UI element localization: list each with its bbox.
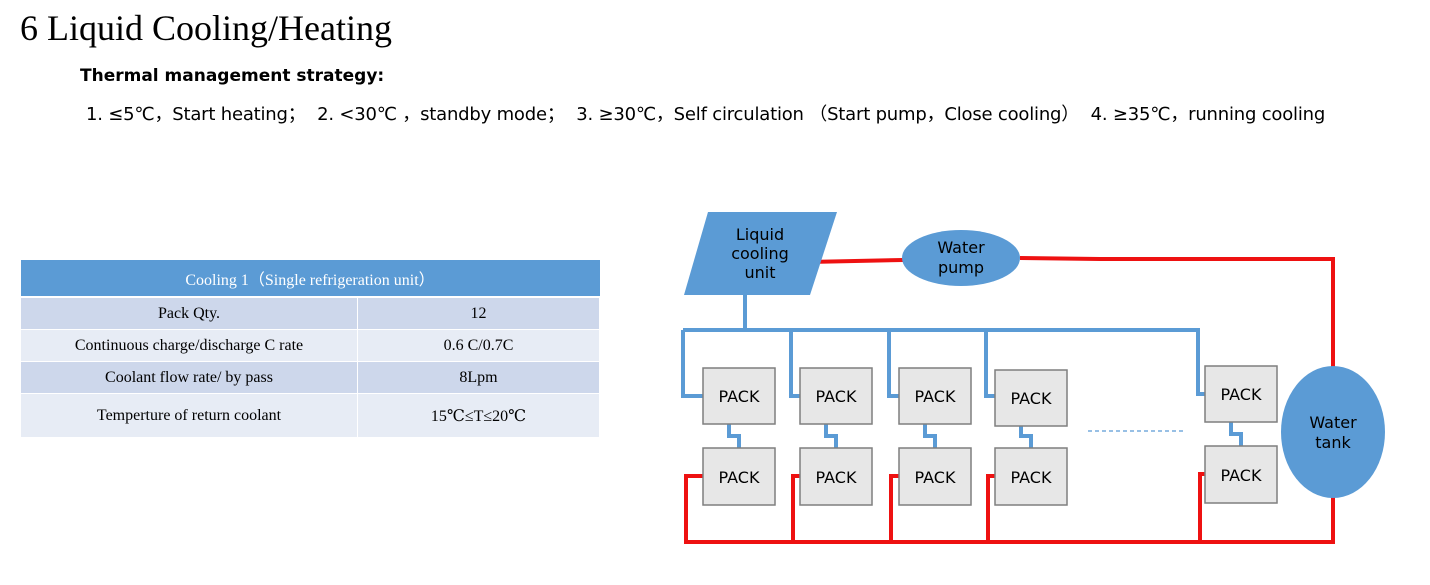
table-row: Pack Qty. 12	[20, 296, 600, 330]
pump-label-2: pump	[938, 258, 984, 277]
strategy-item-4: 4. ≥35℃，running cooling	[1090, 104, 1326, 125]
row-value: 12	[357, 296, 600, 330]
hot-pipe-top	[684, 256, 1335, 544]
pack-box: PACK	[799, 447, 873, 506]
hot-pipe-branches	[791, 472, 1205, 542]
pack-box: PACK	[702, 447, 776, 506]
pack-label: PACK	[816, 387, 857, 406]
cooling-unit-label-2: cooling	[731, 244, 789, 263]
row-value: 0.6 C/0.7C	[357, 329, 600, 362]
strategy-item-2: 2. <30℃ ，standby mode；	[317, 104, 565, 125]
pump-label-1: Water	[937, 238, 985, 257]
pack-label: PACK	[1221, 466, 1262, 485]
cold-pipe-network	[681, 295, 1205, 398]
pack-row-bottom: PACK PACK PACK PACK PACK	[702, 445, 1278, 506]
pack-row-top: PACK PACK PACK PACK PACK	[702, 365, 1278, 427]
pack-label: PACK	[816, 468, 857, 487]
row-label: Coolant flow rate/ by pass	[20, 361, 358, 394]
row-label: Temperture of return coolant	[20, 393, 358, 438]
pack-label: PACK	[719, 387, 760, 406]
cooling-unit-label-1: Liquid	[736, 225, 784, 244]
pack-box: PACK	[702, 367, 776, 425]
liquid-cooling-unit: Liquid cooling unit	[684, 212, 837, 295]
strategy-item-3: 3. ≥30℃，Self circulation （Start pump，Clo…	[576, 104, 1080, 125]
pack-label: PACK	[1221, 385, 1262, 404]
cooling-unit-label-3: unit	[745, 263, 776, 282]
pack-box: PACK	[994, 447, 1068, 506]
pack-label: PACK	[1011, 389, 1052, 408]
row-label: Continuous charge/discharge C rate	[20, 329, 358, 362]
pack-label: PACK	[719, 468, 760, 487]
water-tank: Water tank	[1281, 366, 1385, 498]
pack-label: PACK	[915, 387, 956, 406]
strategy-item-1: 1. ≤5℃，Start heating；	[86, 104, 306, 125]
table-row: Continuous charge/discharge C rate 0.6 C…	[20, 329, 600, 362]
table-row: Coolant flow rate/ by pass 8Lpm	[20, 361, 600, 394]
section-subtitle: Thermal management strategy:	[80, 66, 385, 86]
cooling-spec-table: Cooling 1（Single refrigeration unit） Pac…	[20, 260, 600, 438]
table-row: Temperture of return coolant 15℃≤T≤20℃	[20, 393, 600, 438]
pack-box: PACK	[994, 369, 1068, 427]
pack-box: PACK	[799, 367, 873, 425]
pack-box: PACK	[1204, 365, 1278, 423]
strategy-list: 1. ≤5℃，Start heating； 2. <30℃ ，standby m…	[86, 100, 1331, 126]
row-value: 15℃≤T≤20℃	[357, 393, 600, 438]
page-title: 6 Liquid Cooling/Heating	[20, 8, 392, 48]
pack-label: PACK	[915, 468, 956, 487]
table-header: Cooling 1（Single refrigeration unit）	[20, 260, 600, 298]
pack-box: PACK	[898, 447, 972, 506]
pack-box: PACK	[1204, 445, 1278, 504]
tank-label-2: tank	[1315, 433, 1351, 452]
pack-connectors	[727, 422, 1243, 448]
pack-label: PACK	[1011, 468, 1052, 487]
water-pump: Water pump	[902, 230, 1020, 286]
pack-box: PACK	[898, 367, 972, 425]
tank-label-1: Water	[1309, 413, 1357, 432]
